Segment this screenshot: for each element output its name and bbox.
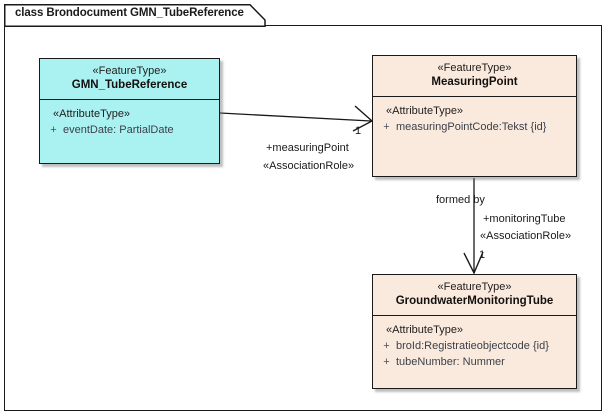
association-measuring-point-stereotype: «AssociationRole» [263,160,355,172]
association-monitoring-tube-name: formed by [436,194,485,206]
class-name: GMN_TubeReference [71,79,188,91]
class-groundwater-monitoring-tube[interactable]: «FeatureType» GroundwaterMonitoringTube … [372,274,577,389]
class-gmn-tube-reference[interactable]: «FeatureType» GMN_TubeReference «Attribu… [39,58,220,164]
attribute-visibility: + [383,340,390,352]
compartment-stereotype: «AttributeType» [386,324,464,336]
class-name: MeasuringPoint [431,76,518,88]
class-header: «FeatureType» GroundwaterMonitoringTube [373,275,576,316]
attribute-row[interactable]: + broId:Registratieobjectcode {id} [377,338,572,354]
attribute-row[interactable]: + eventDate: PartialDate [44,122,215,138]
attribute-row[interactable]: + tubeNumber: Nummer [377,354,572,370]
association-measuring-point-role: +measuringPoint [266,142,349,154]
attribute-signature: broId:Registratieobjectcode {id} [396,340,549,352]
class-header: «FeatureType» MeasuringPoint [373,56,576,97]
class-header: «FeatureType» GMN_TubeReference [40,59,219,100]
compartment-stereotype: «AttributeType» [53,108,131,120]
attribute-compartment: «AttributeType» + eventDate: PartialDate [40,100,219,145]
attribute-visibility: + [383,356,390,368]
attribute-signature: tubeNumber: Nummer [396,356,505,368]
attribute-compartment: «AttributeType» + measuringPointCode:Tek… [373,97,576,142]
class-stereotype: «FeatureType» [92,65,167,77]
attribute-signature: eventDate: PartialDate [63,124,174,136]
attribute-compartment: «AttributeType» + broId:Registratieobjec… [373,316,576,377]
class-measuring-point[interactable]: «FeatureType» MeasuringPoint «AttributeT… [372,55,577,177]
class-name: GroundwaterMonitoringTube [395,295,554,307]
attribute-signature: measuringPointCode:Tekst {id} [396,121,547,133]
association-monitoring-tube-role: +monitoringTube [483,213,566,225]
attribute-visibility: + [383,121,390,133]
page-title: class Brondocument GMN_TubeReference [15,7,244,19]
compartment-stereotype: «AttributeType» [386,105,464,117]
attribute-row[interactable]: + measuringPointCode:Tekst {id} [377,119,572,135]
association-measuring-point-multiplicity: 1 [355,125,362,137]
title-tab-shape [4,4,266,27]
attribute-visibility: + [50,124,57,136]
class-stereotype: «FeatureType» [437,281,512,293]
association-monitoring-tube-multiplicity: 1 [479,249,486,261]
class-stereotype: «FeatureType» [437,62,512,74]
association-monitoring-tube-stereotype: «AssociationRole» [480,230,572,242]
